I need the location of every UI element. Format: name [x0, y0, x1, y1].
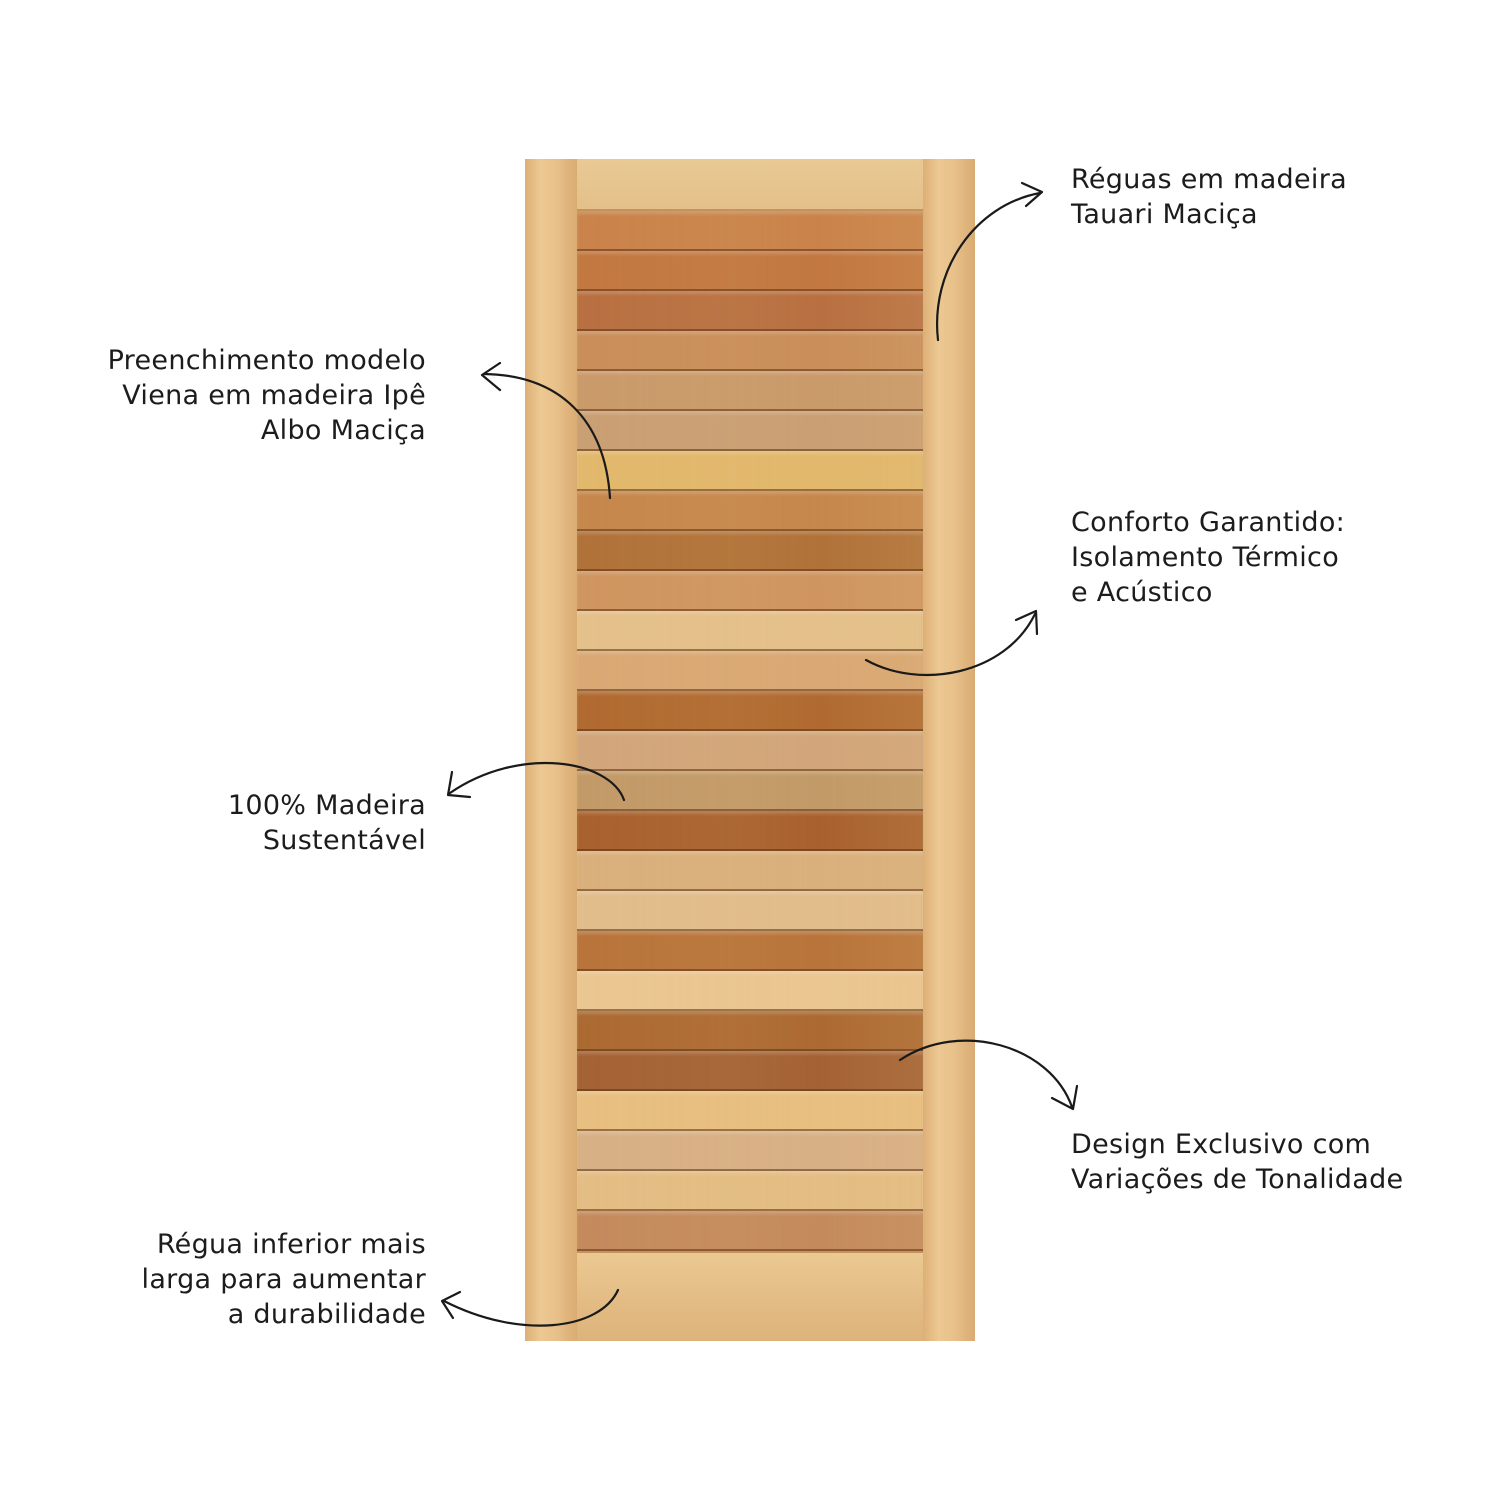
annotation-line: larga para aumentar [141, 1264, 426, 1295]
arrow-reguas [935, 191, 1042, 342]
door-slat [577, 451, 923, 491]
arrowhead-preenchimento [480, 361, 502, 392]
arrow-conforto [864, 612, 1037, 677]
arrow-preenchimento [482, 372, 612, 500]
door-slat [577, 291, 923, 331]
door-slat [577, 971, 923, 1011]
door-slat [577, 1091, 923, 1131]
annotation-madeira-sustentavel: 100% Madeira Sustentável [228, 788, 426, 858]
door-slat [577, 531, 923, 571]
arrow-madeira [448, 761, 626, 802]
door-slat [577, 411, 923, 451]
annotation-line: Réguas em madeira [1071, 164, 1347, 195]
annotation-line: Preenchimento modelo [107, 345, 426, 376]
door-slat [577, 691, 923, 731]
annotation-line: Viena em madeira Ipê [122, 380, 426, 411]
arrowhead-regua-inferior [440, 1290, 462, 1320]
door-slat [577, 771, 923, 811]
annotation-reguas-tauari: Réguas em madeira Tauari Maciça [1071, 162, 1347, 232]
arrowhead-design [1050, 1084, 1079, 1111]
door-slat [577, 211, 923, 251]
annotation-line: a durabilidade [227, 1299, 426, 1330]
door-slat [577, 1171, 923, 1211]
wooden-door-image [525, 159, 975, 1341]
door-slat [577, 891, 923, 931]
door-slat [577, 1011, 923, 1051]
door-slats [577, 211, 923, 1251]
door-slat [577, 1211, 923, 1251]
annotation-line: Conforto Garantido: [1071, 507, 1346, 538]
annotation-line: e Acústico [1071, 577, 1213, 608]
door-slat [577, 251, 923, 291]
arrowhead-conforto [1014, 609, 1039, 636]
annotation-line: Albo Maciça [260, 415, 426, 446]
arrow-design [898, 1039, 1074, 1109]
door-slat [577, 851, 923, 891]
annotation-regua-inferior: Régua inferior mais larga para aumentar … [142, 1227, 426, 1332]
door-slat [577, 331, 923, 371]
door-slat [577, 651, 923, 691]
annotation-line: 100% Madeira [227, 790, 426, 821]
annotation-line: Design Exclusivo com [1071, 1129, 1372, 1160]
arrow-regua-inferior [442, 1288, 620, 1327]
annotation-design: Design Exclusivo com Variações de Tonali… [1071, 1127, 1403, 1197]
door-slat [577, 931, 923, 971]
arrowhead-madeira [446, 770, 472, 799]
door-slat [577, 1131, 923, 1171]
door-top-rail [577, 159, 923, 211]
annotation-line: Sustentável [262, 825, 426, 856]
annotation-line: Régua inferior mais [156, 1229, 426, 1260]
door-slat [577, 571, 923, 611]
annotation-preenchimento: Preenchimento modelo Viena em madeira Ip… [108, 343, 426, 448]
door-slat [577, 491, 923, 531]
door-slat [577, 611, 923, 651]
annotation-conforto: Conforto Garantido: Isolamento Térmico e… [1071, 505, 1345, 610]
door-slat [577, 731, 923, 771]
door-slat [577, 811, 923, 851]
annotation-line: Variações de Tonalidade [1071, 1164, 1404, 1195]
annotation-line: Tauari Maciça [1071, 199, 1258, 230]
door-slat [577, 1051, 923, 1091]
arrowhead-reguas [1020, 181, 1044, 208]
door-slat [577, 371, 923, 411]
annotation-line: Isolamento Térmico [1071, 542, 1340, 573]
door-bottom-rail [577, 1251, 923, 1341]
